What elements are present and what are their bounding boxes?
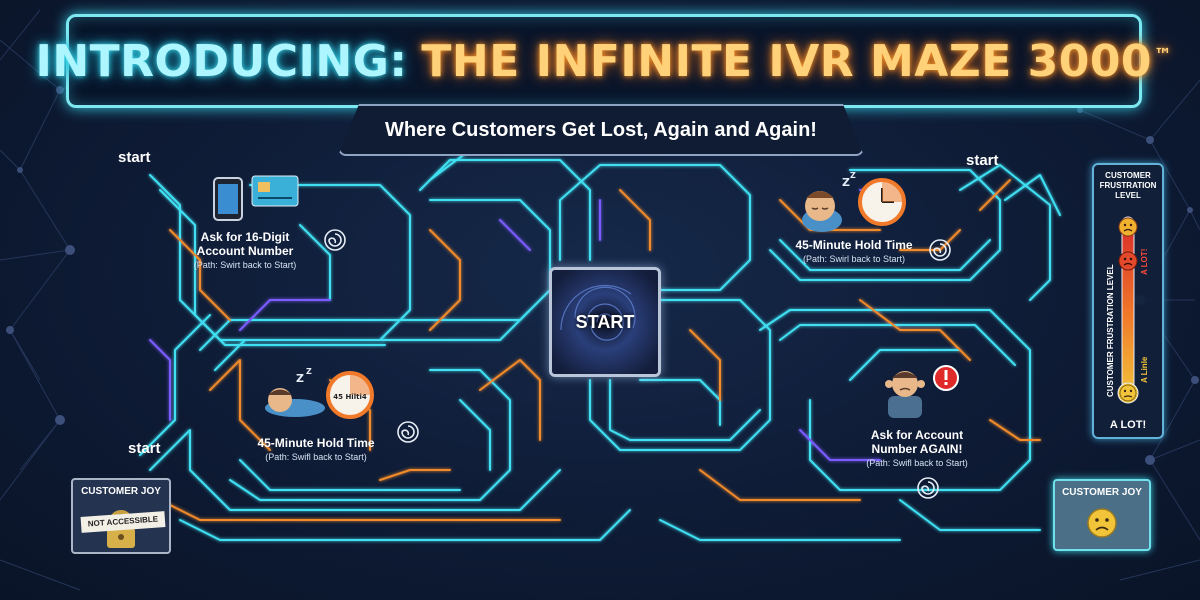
vortex-icon — [552, 270, 658, 374]
frustration-top-label: A LOT! — [1140, 248, 1149, 275]
alert-icon — [933, 365, 959, 391]
red-face-icon — [1118, 251, 1138, 271]
start-label-bottom-left: start — [128, 440, 161, 457]
node-hold-time-bottom: 45-Minute Hold Time (Path: Swifl back to… — [246, 436, 386, 462]
frustration-middle-label: A Linle — [1140, 356, 1149, 383]
node-path: (Path: Swirt back to Start) — [193, 260, 297, 270]
svg-text:Z: Z — [842, 176, 850, 189]
start-box: START — [549, 267, 661, 377]
customer-joy-title: CUSTOMER JOY — [1062, 487, 1142, 498]
swirl-icon — [397, 421, 419, 443]
node-title: 45-Minute Hold Time — [257, 436, 375, 450]
thermometer-icon — [1117, 216, 1139, 404]
title-part-2: THE INFINITE IVR MAZE 3000 — [421, 35, 1153, 87]
stressed-person-icon — [885, 371, 925, 418]
start-box-label: START — [575, 311, 635, 332]
svg-text:Z: Z — [306, 367, 312, 376]
frustration-axis-label: CUSTOMER FRUSTRATION LEVEL — [1106, 264, 1115, 397]
frustration-bottom-label: A LOT! — [1109, 419, 1147, 431]
clock-face-text: 45 Hilti4 — [333, 393, 367, 401]
node-hold-time-top: 45-Minute Hold Time (Path: Swirl back to… — [784, 238, 924, 264]
trademark-symbol: ™ — [1154, 44, 1173, 66]
node-path: (Path: Swifl back to Start) — [866, 458, 968, 468]
swirl-icon — [324, 229, 346, 251]
node-path: (Path: Swirl back to Start) — [802, 254, 906, 264]
node-account-number-again: Ask for Account Number AGAIN! (Path: Swi… — [852, 428, 982, 468]
start-label-top-left: start — [118, 149, 151, 166]
sad-face-icon — [1087, 508, 1117, 538]
start-label-top-right: start — [966, 152, 999, 169]
svg-text:Z: Z — [296, 372, 304, 385]
frustration-meter-title: CUSTOMER FRUSTRATION LEVEL — [1099, 171, 1157, 200]
node-path: (Path: Swifl back to Start) — [265, 452, 367, 462]
customer-joy-locked-box: CUSTOMER JOY NOT ACCESSIBLE — [71, 478, 171, 554]
frustration-meter: CUSTOMER FRUSTRATION LEVEL — [1092, 163, 1164, 439]
clock-icon: 45 Hilti4 — [326, 371, 374, 419]
title-banner: INTRODUCING: THE INFINITE IVR MAZE 3000 … — [35, 14, 1172, 108]
customer-joy-title: CUSTOMER JOY — [81, 486, 161, 497]
swirl-icon — [929, 239, 951, 261]
sleeping-person-icon: Z Z — [802, 171, 856, 232]
svg-text:Z: Z — [850, 171, 856, 180]
subtitle: Where Customers Get Lost, Again and Agai… — [338, 104, 864, 156]
node-title: Ask for 16-Digit Account Number — [196, 230, 294, 258]
node-title: 45-Minute Hold Time — [795, 238, 913, 252]
angry-face-icon — [1118, 217, 1138, 237]
customer-joy-box: CUSTOMER JOY — [1053, 479, 1151, 551]
node-title: Ask for Account Number AGAIN! — [870, 428, 964, 456]
title-part-1: INTRODUCING: — [35, 35, 408, 87]
account-card-icon — [251, 175, 299, 207]
sleeping-person-icon: Z Z — [265, 367, 325, 417]
swirl-icon — [917, 477, 939, 499]
phone-icon — [213, 177, 243, 221]
node-account-number: Ask for 16-Digit Account Number (Path: S… — [180, 230, 310, 270]
worried-face-icon — [1119, 384, 1137, 402]
clock-icon — [858, 178, 906, 226]
